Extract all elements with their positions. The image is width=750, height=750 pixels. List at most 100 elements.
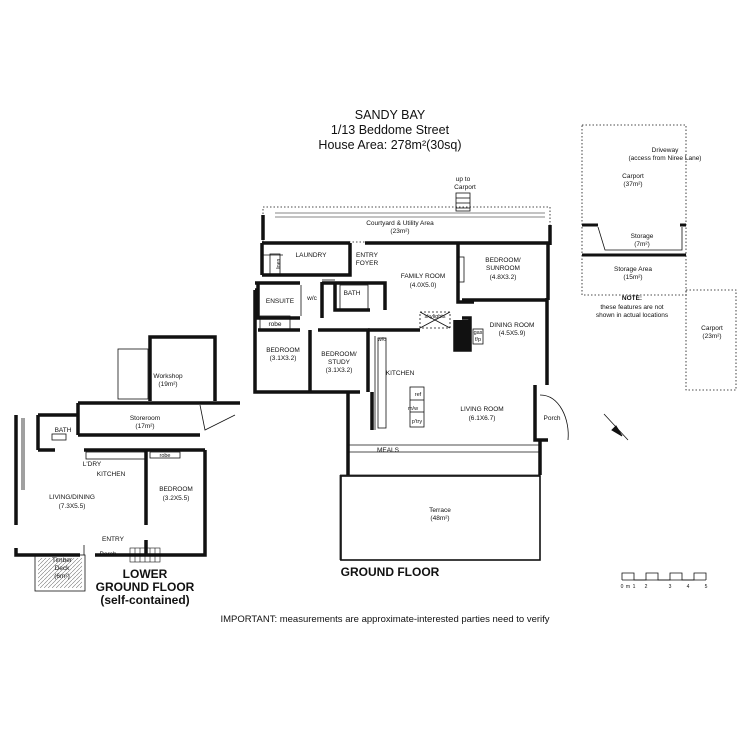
scale-label-5: 5	[705, 584, 708, 590]
bedroom-study-label-2: STUDY	[328, 359, 351, 366]
driveway-note-label: (access from Niree Lane)	[629, 155, 702, 162]
laundry-label: LAUNDRY	[296, 252, 328, 259]
ptry-label: p'try	[412, 419, 422, 425]
timber-deck-label: Timber	[52, 557, 73, 564]
gas-label: gas	[474, 330, 483, 336]
timber-deck	[34, 554, 86, 592]
note-line-2: shown in actual locations	[596, 312, 669, 319]
storage-area-label: (7m²)	[634, 241, 650, 248]
scale-bar-labels: 0 m 1 2 3 4 5	[621, 584, 708, 590]
carport-2-label: Carport	[701, 325, 723, 332]
linen-cupboard	[269, 253, 281, 275]
north-arrow-icon	[603, 413, 629, 441]
carport-driveway-outline	[581, 124, 687, 296]
storeroom-label: Storeroom	[130, 415, 160, 422]
scale-label-2: 2	[645, 584, 648, 590]
scale-label-4: 4	[687, 584, 690, 590]
storage-label: Storage	[631, 233, 654, 240]
lower-porch-steps	[129, 547, 161, 563]
entry-foyer-label-2: FOYER	[356, 260, 379, 267]
lower-floor-title-1: LOWER	[122, 567, 168, 581]
living-dining-dim: (7.3X5.5)	[59, 503, 86, 510]
linen-label: linen	[276, 259, 282, 270]
carport-2-area-label: (23m²)	[702, 333, 721, 340]
scale-label-0: 0	[621, 584, 624, 590]
ldry-label: L'DRY	[83, 461, 102, 468]
up-to-carport-label-2: Carport	[454, 184, 476, 191]
family-room-dim: (4.0X5.0)	[410, 282, 437, 289]
timber-deck-label-2: Deck	[55, 565, 71, 572]
bath-label: BATH	[344, 290, 361, 297]
storage-area-title: Storage Area	[614, 266, 652, 273]
ref-label: ref	[415, 392, 422, 398]
lower-porch-label: Porch	[100, 551, 117, 558]
terrace-label: Terrace	[429, 507, 451, 514]
lower-ground-floor	[14, 335, 240, 592]
mw-label: m/w	[408, 406, 418, 412]
lower-entry-label: ENTRY	[102, 536, 125, 543]
lower-floor-title-2: GROUND FLOOR	[95, 580, 195, 594]
disclaimer-note: IMPORTANT: measurements are approximate-…	[220, 614, 550, 625]
lower-floor-title: LOWER GROUND FLOOR (self-contained)	[85, 568, 205, 607]
scale-unit-label: m	[626, 584, 630, 590]
driveway-label: Driveway	[652, 147, 679, 154]
ground-floor-title: GROUND FLOOR	[340, 565, 440, 579]
scale-bar	[621, 572, 707, 581]
storage-area-size-label: (15m²)	[623, 274, 642, 281]
terrace-area-label: (48m²)	[430, 515, 449, 522]
carport-2-outline	[685, 289, 737, 391]
lower-bedroom-label: BEDROOM	[159, 486, 193, 493]
lower-robe-label: robe	[159, 453, 170, 459]
ensuite-label: ENSUITE	[266, 298, 295, 305]
lower-bedroom-dim: (3.2X5.5)	[163, 495, 190, 502]
dining-room-label: DINING ROOM	[490, 322, 535, 329]
bedroom-study-label: BEDROOM/	[321, 351, 357, 358]
storeroom-area-label: (17m²)	[135, 423, 154, 430]
workshop-label: Workshop	[153, 373, 183, 380]
meals-label: MEALS	[377, 447, 400, 454]
lower-kitchen-label: KITCHEN	[97, 471, 126, 478]
note-line-1: these features are not	[600, 304, 663, 311]
wo-label: w/o	[377, 337, 387, 343]
bedroom-study-dim: (3.1X3.2)	[326, 367, 353, 374]
gas-fireplace	[456, 320, 469, 349]
bath-tub	[339, 284, 369, 310]
house-area-title: House Area: 278m²(30sq)	[318, 138, 462, 152]
ground-floor	[253, 192, 569, 561]
skylights-label: skylights	[424, 314, 445, 320]
bedroom-sunroom-label-2: SUNROOM	[486, 265, 520, 272]
bedroom-sunroom-label: BEDROOM/	[485, 257, 521, 264]
note-title: NOTE:	[622, 295, 642, 302]
up-to-carport-label: up to	[456, 176, 471, 183]
wc-label: w/c	[306, 295, 318, 302]
kitchen-bench	[377, 337, 387, 429]
workshop-area-label: (19m²)	[158, 381, 177, 388]
fp-label: f/p	[475, 337, 481, 343]
courtyard-area-label: (23m²)	[390, 228, 409, 235]
lower-bath-label: BATH	[55, 427, 72, 434]
living-room-label: LIVING ROOM	[460, 406, 503, 413]
suburb-title: SANDY BAY	[354, 108, 426, 122]
dining-room-dim: (4.5X5.9)	[499, 330, 526, 337]
external-features	[581, 124, 737, 391]
robe-label: robe	[268, 321, 281, 328]
carport-1-area-label: (37m²)	[623, 181, 642, 188]
family-room-label: FAMILY ROOM	[401, 273, 446, 280]
bedroom-label: BEDROOM	[266, 347, 300, 354]
bedroom-sunroom-dim: (4.8X3.2)	[490, 274, 517, 281]
ground-floor-labels: up to Carport Courtyard & Utility Area (…	[266, 176, 561, 522]
courtyard-label: Courtyard & Utility Area	[366, 220, 434, 227]
living-dining-label: LIVING/DINING	[49, 494, 95, 501]
scale-label-1: 1	[633, 584, 636, 590]
living-room-dim: (6.1X6.7)	[469, 415, 496, 422]
plan-header: SANDY BAY 1/13 Beddome Street House Area…	[0, 108, 750, 153]
skylights	[419, 311, 451, 329]
terrace-outline	[340, 475, 541, 561]
carport-1-label: Carport	[622, 173, 644, 180]
kitchen-label: KITCHEN	[386, 370, 415, 377]
porch-label: Porch	[544, 415, 561, 422]
address-title: 1/13 Beddome Street	[330, 123, 450, 137]
entry-foyer-label: ENTRY	[356, 252, 379, 259]
lower-floor-labels: Workshop (19m²) Storeroom (17m²) BATH L'…	[49, 373, 193, 580]
